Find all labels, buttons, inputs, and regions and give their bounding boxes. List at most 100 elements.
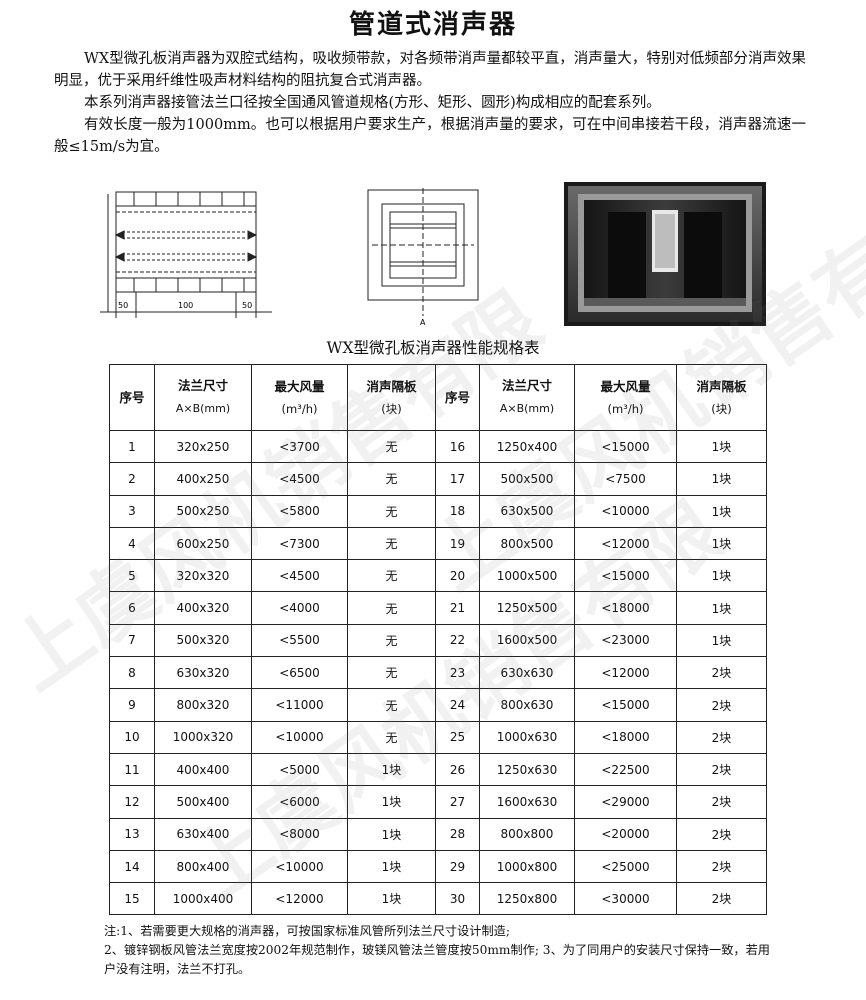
- cell-baffle: 无: [347, 526, 436, 561]
- cell-airflow: <30000: [574, 882, 677, 916]
- intro-paragraph-3: 有效长度一般为1000mm。也可以根据用户要求生产，根据消声量的要求，可在中间串…: [54, 117, 806, 155]
- cell-no: 15: [109, 882, 155, 916]
- cell-flange: 1000x320: [154, 720, 252, 754]
- cell-airflow: <11000: [251, 688, 348, 722]
- cell-baffle: 1块: [347, 817, 436, 851]
- cell-no: 4: [109, 526, 155, 561]
- cell-airflow: <10000: [251, 720, 348, 754]
- end-view-drawing: A: [367, 188, 479, 326]
- cell-no: 22: [435, 623, 480, 658]
- cell-baffle: 2块: [676, 817, 767, 851]
- cell-flange: 630x320: [154, 656, 252, 690]
- cell-no: 5: [109, 559, 155, 593]
- header-airflow: 最大风量(m³/h): [251, 364, 348, 431]
- cell-flange: 320x320: [154, 559, 252, 593]
- cell-flange: 630x400: [154, 817, 252, 851]
- cell-airflow: <29000: [574, 785, 677, 819]
- cell-no: 18: [435, 494, 480, 528]
- cell-airflow: <12000: [251, 882, 348, 916]
- page-title: 管道式消声器: [348, 10, 517, 40]
- cell-airflow: <5800: [251, 494, 348, 528]
- cell-no: 6: [109, 591, 155, 625]
- cell-airflow: <4000: [251, 591, 348, 625]
- cell-airflow: <5000: [251, 752, 348, 787]
- intro-paragraph-2: 本系列消声器接管法兰口径按全国通风管道规格(方形、矩形、圆形)构成相应的配套系列…: [84, 95, 661, 111]
- cell-flange: 500x500: [479, 462, 575, 496]
- cell-baffle: 2块: [676, 720, 767, 754]
- cell-baffle: 无: [347, 656, 436, 690]
- cell-no: 19: [435, 526, 480, 561]
- cell-no: 11: [109, 752, 155, 787]
- header-baffle: 消声隔板(块): [347, 364, 436, 431]
- cell-flange: 1250x500: [479, 591, 575, 625]
- cell-baffle: 1块: [676, 462, 767, 496]
- cell-airflow: <6500: [251, 656, 348, 690]
- cell-airflow: <8000: [251, 817, 348, 851]
- cell-baffle: 1块: [347, 849, 436, 884]
- cell-baffle: 无: [347, 720, 436, 754]
- header-no-2: 序号: [435, 364, 480, 431]
- cell-flange: 800x400: [154, 849, 252, 884]
- cell-airflow: <15000: [574, 559, 677, 593]
- cell-baffle: 2块: [676, 752, 767, 787]
- cell-flange: 600x250: [154, 526, 252, 561]
- cell-flange: 1000x630: [479, 720, 575, 754]
- cell-airflow: <3700: [251, 429, 348, 464]
- header-airflow-2: 最大风量(m³/h): [574, 364, 677, 431]
- cell-no: 2: [109, 462, 155, 496]
- cell-no: 23: [435, 656, 480, 690]
- cell-baffle: 无: [347, 494, 436, 528]
- cell-no: 13: [109, 817, 155, 851]
- cell-flange: 500x320: [154, 623, 252, 658]
- cell-flange: 800x630: [479, 688, 575, 722]
- cell-baffle: 无: [347, 559, 436, 593]
- cell-flange: 1000x400: [154, 882, 252, 916]
- header-no: 序号: [109, 364, 155, 431]
- dim-center: 100: [178, 301, 193, 310]
- cell-baffle: 1块: [676, 559, 767, 593]
- cell-baffle: 2块: [676, 688, 767, 722]
- cell-airflow: <10000: [574, 494, 677, 528]
- cell-baffle: 1块: [676, 494, 767, 528]
- cell-no: 30: [435, 882, 480, 916]
- cell-flange: 1600x630: [479, 785, 575, 819]
- cell-no: 17: [435, 462, 480, 496]
- cell-airflow: <23000: [574, 623, 677, 658]
- cell-no: 3: [109, 494, 155, 528]
- cell-no: 8: [109, 656, 155, 690]
- cell-airflow: <18000: [574, 591, 677, 625]
- cell-baffle: 1块: [676, 591, 767, 625]
- cell-no: 24: [435, 688, 480, 722]
- cell-no: 14: [109, 849, 155, 884]
- cell-flange: 800x800: [479, 817, 575, 851]
- dim-right: 50: [242, 301, 252, 310]
- cell-airflow: <25000: [574, 849, 677, 884]
- intro-text: WX型微孔板消声器为双腔式结构，吸收频带款，对各频带消声量都较平直，消声量大，特…: [54, 48, 806, 158]
- cell-no: 26: [435, 752, 480, 787]
- cell-flange: 400x400: [154, 752, 252, 787]
- cell-flange: 1250x400: [479, 429, 575, 464]
- cell-no: 28: [435, 817, 480, 851]
- cell-airflow: <6000: [251, 785, 348, 819]
- cell-baffle: 2块: [676, 849, 767, 884]
- cell-no: 1: [109, 429, 155, 464]
- cell-no: 20: [435, 559, 480, 593]
- footnote-1: 注:1、若需要更大规格的消声器，可按国家标准风管所列法兰尺寸设计制造;: [104, 924, 510, 938]
- cell-flange: 1250x800: [479, 882, 575, 916]
- cell-baffle: 1块: [347, 785, 436, 819]
- cell-flange: 320x250: [154, 429, 252, 464]
- cell-baffle: 无: [347, 462, 436, 496]
- cell-no: 21: [435, 591, 480, 625]
- cell-airflow: <15000: [574, 688, 677, 722]
